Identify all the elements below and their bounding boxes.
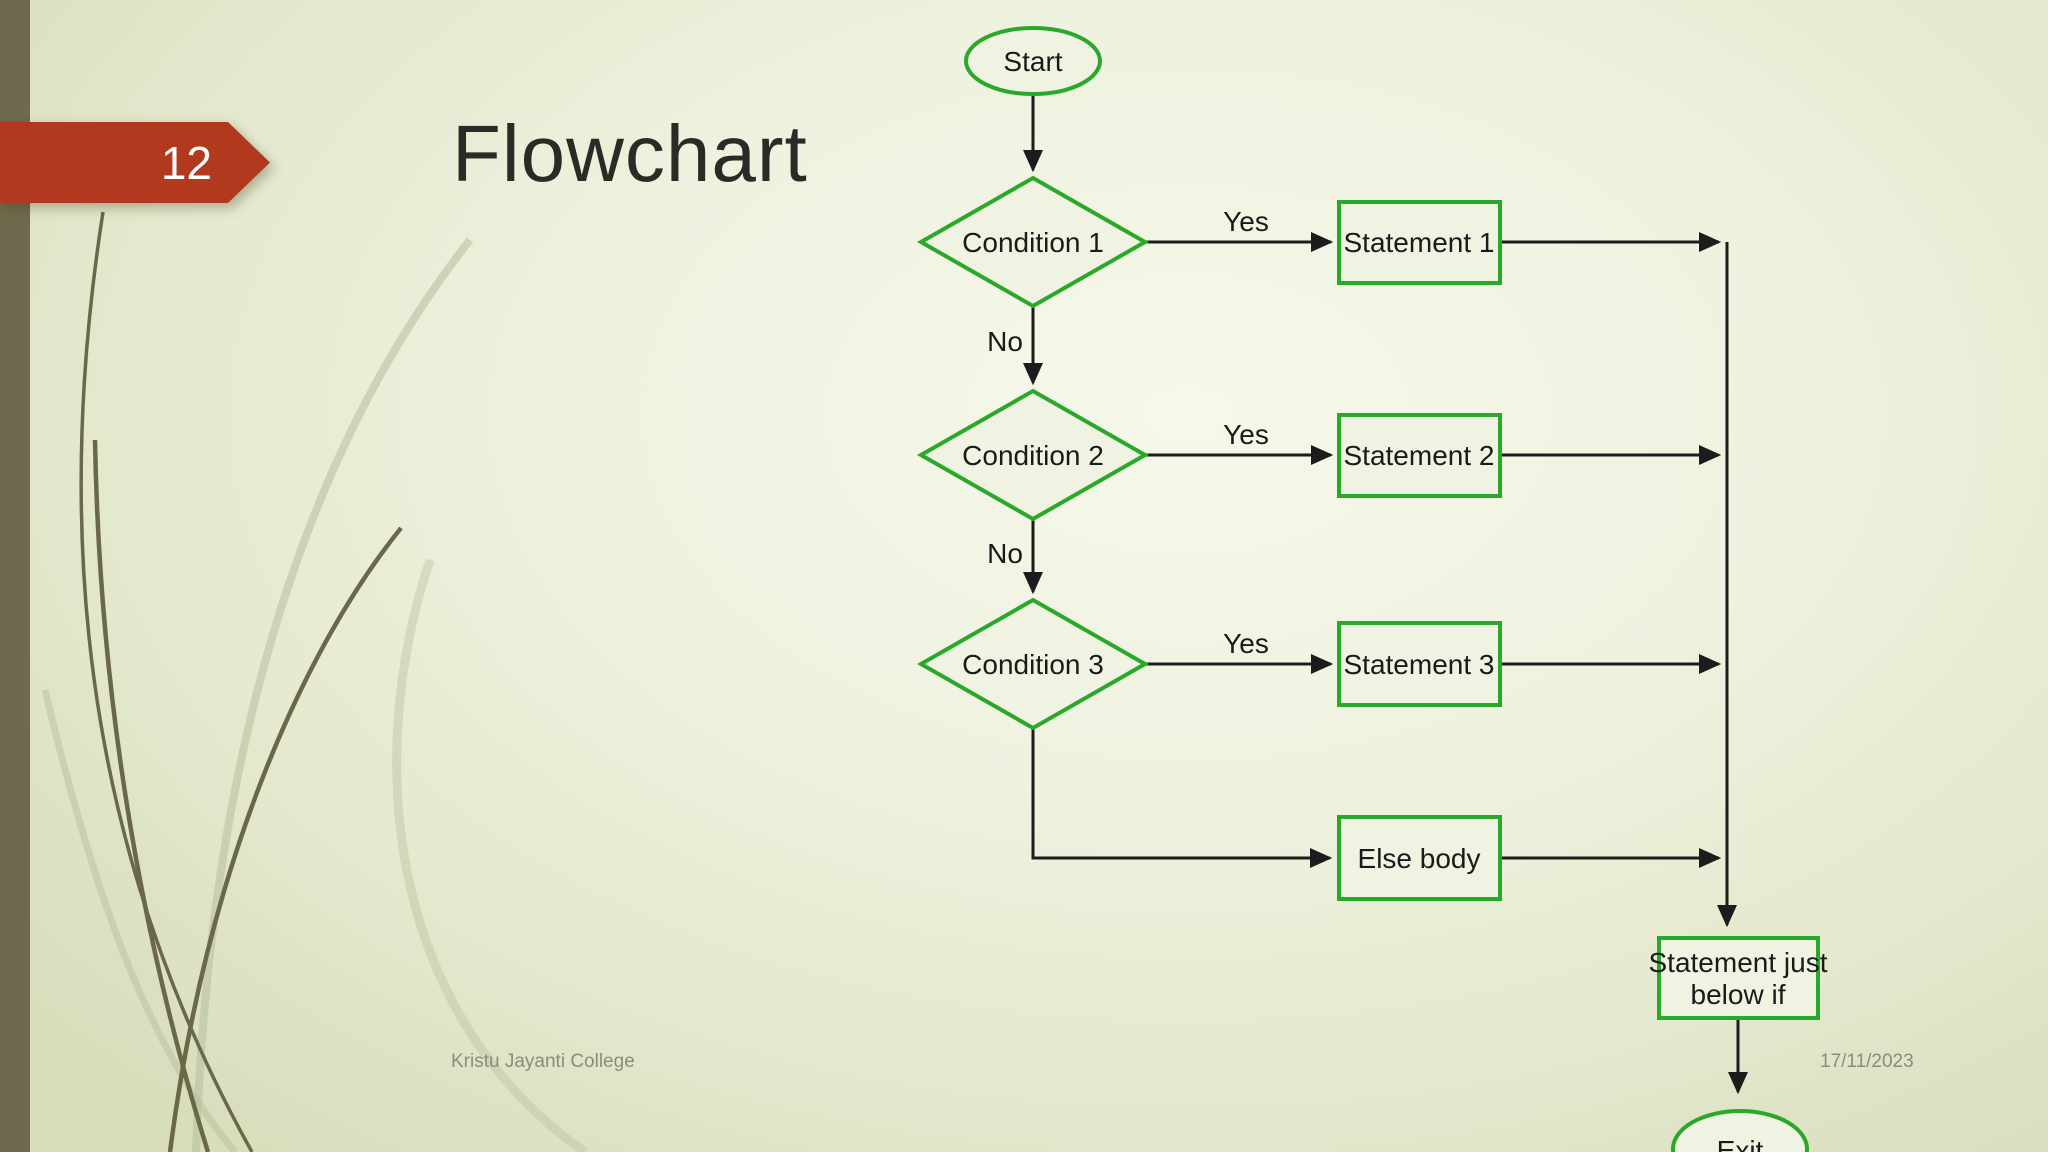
node-condition-2-label: Condition 2 xyxy=(962,440,1104,471)
node-condition-3 xyxy=(916,597,1150,731)
edge-label-yes-1: Yes xyxy=(1223,206,1269,237)
node-condition-3-label: Condition 3 xyxy=(962,649,1104,680)
node-statement-2-label: Statement 2 xyxy=(1344,440,1495,471)
node-statement-below-if xyxy=(1657,936,1820,1020)
node-else-body-label: Else body xyxy=(1358,843,1481,874)
node-statement-1 xyxy=(1337,200,1502,285)
node-condition-1-label: Condition 1 xyxy=(962,227,1104,258)
node-else-body xyxy=(1337,815,1502,901)
page-number-arrow-shape: 12 xyxy=(0,122,270,203)
node-statement-1-label: Statement 1 xyxy=(1344,227,1495,258)
node-start-label: Start xyxy=(1003,46,1062,77)
node-exit-label: Exit xyxy=(1717,1135,1764,1152)
edge-label-yes-2: Yes xyxy=(1223,419,1269,450)
edge-condition3-else xyxy=(1031,728,1333,869)
edge-label-no-2: No xyxy=(987,538,1023,569)
edge-label-yes-3: Yes xyxy=(1223,628,1269,659)
page-title: Flowchart xyxy=(452,109,808,198)
footer-college-name: Kristu Jayanti College xyxy=(451,1051,635,1072)
node-condition-1 xyxy=(916,175,1150,309)
flowchart-connectors xyxy=(1022,95,1749,1095)
node-statement-3 xyxy=(1337,621,1502,707)
page-number: 12 xyxy=(160,136,212,189)
node-exit xyxy=(1671,1109,1809,1152)
edge-label-no-1: No xyxy=(987,326,1023,357)
node-statement-2 xyxy=(1337,413,1502,498)
node-statement-below-if-label-line1: Statement just xyxy=(1649,947,1828,978)
node-statement-3-label: Statement 3 xyxy=(1344,649,1495,680)
node-start xyxy=(964,26,1102,96)
page-number-banner: 12 xyxy=(0,122,270,203)
node-condition-2 xyxy=(916,388,1150,522)
flowchart-nodes xyxy=(916,26,1820,1152)
footer-date: 17/11/2023 xyxy=(1820,1051,1914,1072)
node-statement-below-if-label-line2: below if xyxy=(1691,979,1786,1010)
